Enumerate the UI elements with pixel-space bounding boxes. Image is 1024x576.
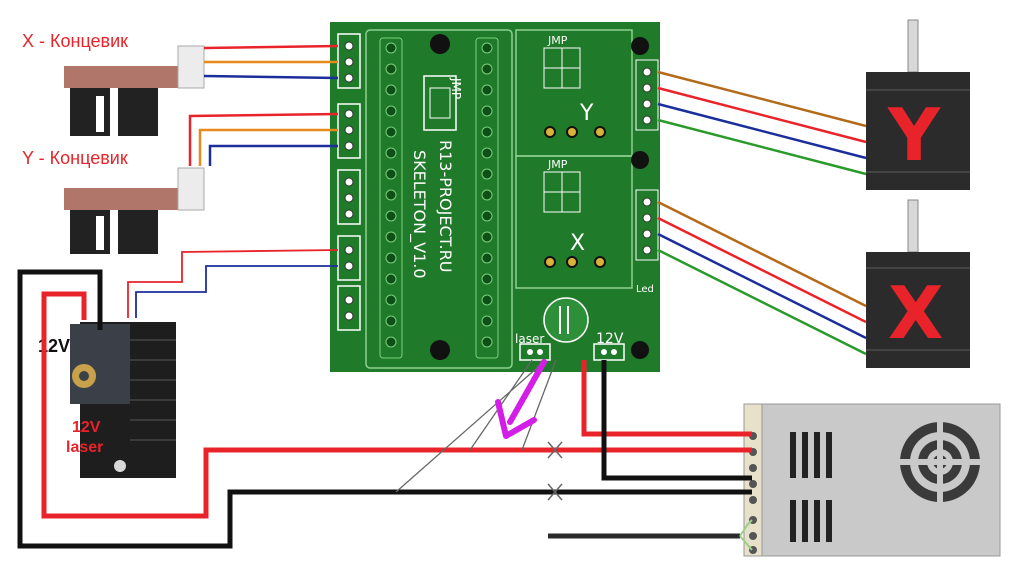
board-12v-label: 12V <box>596 331 624 347</box>
header-pin <box>385 336 397 348</box>
header-pin <box>481 84 493 96</box>
header-pin <box>385 210 397 222</box>
led-label: Led <box>636 284 654 295</box>
stepper-motor-icon: Y <box>866 19 970 190</box>
header-pin <box>481 147 493 159</box>
header-pin <box>385 315 397 327</box>
header-pin <box>481 105 493 117</box>
header-pin <box>481 273 493 285</box>
jmp-x-label: JMP <box>547 158 568 171</box>
header-pin <box>385 273 397 285</box>
header-pin <box>385 147 397 159</box>
header-pin <box>385 252 397 264</box>
header-pin <box>481 189 493 201</box>
header-pin <box>481 252 493 264</box>
header-pin <box>385 189 397 201</box>
header-pin <box>385 168 397 180</box>
capacitor-icon <box>543 297 589 343</box>
laser-module-icon <box>70 322 176 478</box>
arrow-icon <box>495 359 547 439</box>
laser-module-word: laser <box>66 439 103 456</box>
cut-mark-icon <box>547 441 563 501</box>
endstop-switch-icon <box>64 45 205 136</box>
header-pin <box>385 63 397 75</box>
motor-y-label: Y <box>887 93 941 177</box>
header-pin <box>481 315 493 327</box>
jmp-y-label: JMP <box>547 34 568 47</box>
header-pin <box>481 126 493 138</box>
header-pin <box>481 294 493 306</box>
board-title-line2: SKELETON_V1.0 <box>409 150 429 279</box>
header-pin <box>385 294 397 306</box>
header-pin <box>385 231 397 243</box>
driver-y-label: Y <box>579 101 594 126</box>
jmp-main-label: JMP <box>449 77 463 99</box>
board-laser-label: laser <box>515 332 544 346</box>
header-pin <box>385 84 397 96</box>
stepper-motor-icon: X <box>866 199 970 368</box>
driver-x-label: X <box>570 231 585 256</box>
header-pin <box>385 42 397 54</box>
endstop-switch-icon <box>64 167 205 254</box>
header-pin <box>385 105 397 117</box>
header-pin <box>481 231 493 243</box>
header-pin <box>481 168 493 180</box>
power-supply-icon <box>743 403 1001 557</box>
header-pin <box>481 336 493 348</box>
header-pin <box>481 63 493 75</box>
header-pin <box>385 126 397 138</box>
laser-module-12v: 12V <box>72 419 101 436</box>
x-endstop-label: X - Концевик <box>22 31 128 51</box>
y-endstop-label: Y - Концевик <box>22 148 128 168</box>
board-title-line1: R13-PROJECT.RU <box>436 140 455 272</box>
controller-board: JMP R13-PROJECT.RU SKELETON_V1.0 JMP JMP… <box>330 22 660 372</box>
motor-x-label: X <box>888 271 944 355</box>
header-pin <box>481 42 493 54</box>
header-pin <box>481 210 493 222</box>
